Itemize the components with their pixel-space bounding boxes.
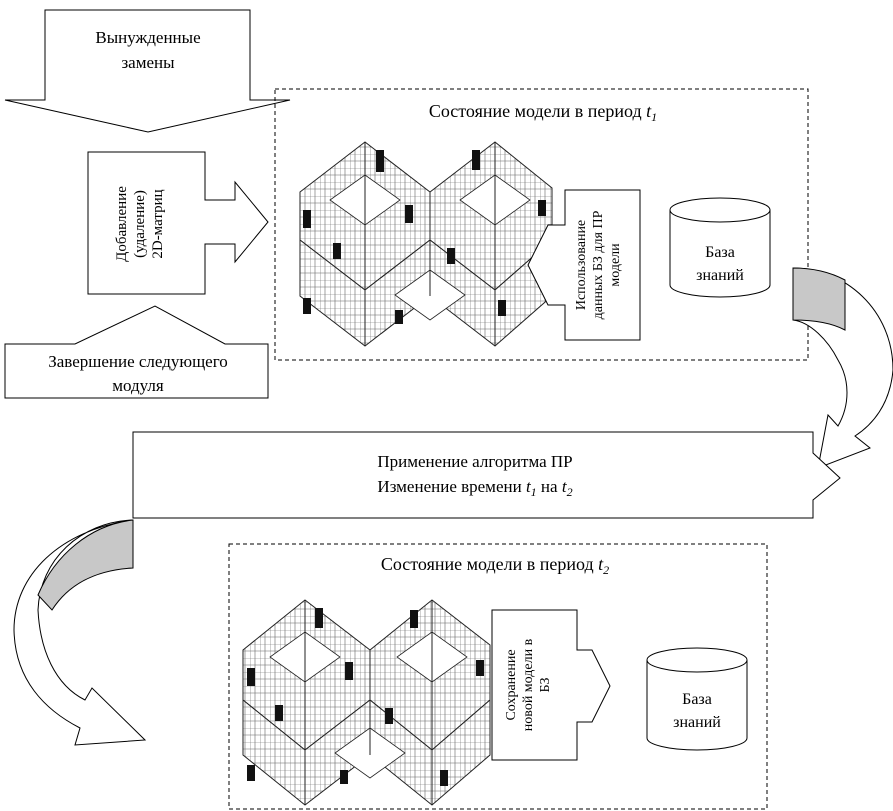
save-model-line3: БЗ bbox=[538, 677, 553, 692]
lattice-model-t1-illustration bbox=[299, 141, 553, 347]
add-remove-line1: Добавление bbox=[114, 186, 130, 262]
add-remove-line3: 2D-матриц bbox=[150, 189, 166, 258]
knowledge-base-top-cylinder: База знаний bbox=[669, 197, 771, 298]
apply-algorithm-arrow: Применение алгоритма ПР Изменение времен… bbox=[132, 431, 841, 519]
use-kb-data-arrow: Использование данных БЗ для ПР модели bbox=[527, 189, 641, 341]
module-completion-arrow: Завершение следующего модуля bbox=[4, 305, 269, 399]
model-state-t1-title: Состояние модели в период t1 bbox=[429, 101, 657, 124]
save-model-to-kb-arrow: Сохранение новой модели в БЗ bbox=[491, 609, 611, 761]
module-completion-line1: Завершение следующего bbox=[48, 352, 228, 371]
forced-replacements-arrow: Вынужденные замены bbox=[4, 9, 291, 133]
add-remove-line2: (удаление) bbox=[132, 190, 148, 258]
apply-algorithm-line1: Применение алгоритма ПР bbox=[377, 452, 572, 471]
curved-arrow-left bbox=[13, 519, 147, 746]
save-model-line1: Сохранение bbox=[504, 649, 519, 720]
curved-arrow-right bbox=[792, 267, 893, 469]
kb-top-line1: База bbox=[705, 244, 735, 261]
model-state-t1-frame: Состояние модели в период t1 Использова bbox=[274, 88, 809, 361]
forced-replacements-line1: Вынужденные bbox=[95, 28, 200, 47]
module-completion-line2: модуля bbox=[112, 376, 164, 395]
lattice-model-t2-illustration bbox=[242, 599, 491, 806]
apply-algorithm-line2: Изменение времени t1 на t2 bbox=[377, 477, 572, 499]
kb-top-line2: знаний bbox=[696, 267, 744, 284]
add-remove-matrices-arrow: Добавление (удаление) 2D-матриц bbox=[87, 151, 269, 295]
forced-replacements-line2: замены bbox=[121, 53, 175, 72]
use-kb-line2: данных БЗ для ПР bbox=[591, 210, 606, 319]
kb-bottom-line2: знаний bbox=[673, 714, 721, 731]
kb-bottom-line1: База bbox=[682, 691, 712, 708]
knowledge-base-bottom-cylinder: База знаний bbox=[646, 647, 748, 751]
use-kb-line3: модели bbox=[608, 243, 623, 287]
save-model-line2: новой модели в bbox=[521, 638, 536, 731]
model-state-t2-title: Состояние модели в период t2 bbox=[381, 554, 609, 577]
use-kb-line1: Использование bbox=[574, 220, 589, 310]
model-state-t2-frame: Состояние модели в период t2 Сохранение bbox=[228, 543, 768, 810]
